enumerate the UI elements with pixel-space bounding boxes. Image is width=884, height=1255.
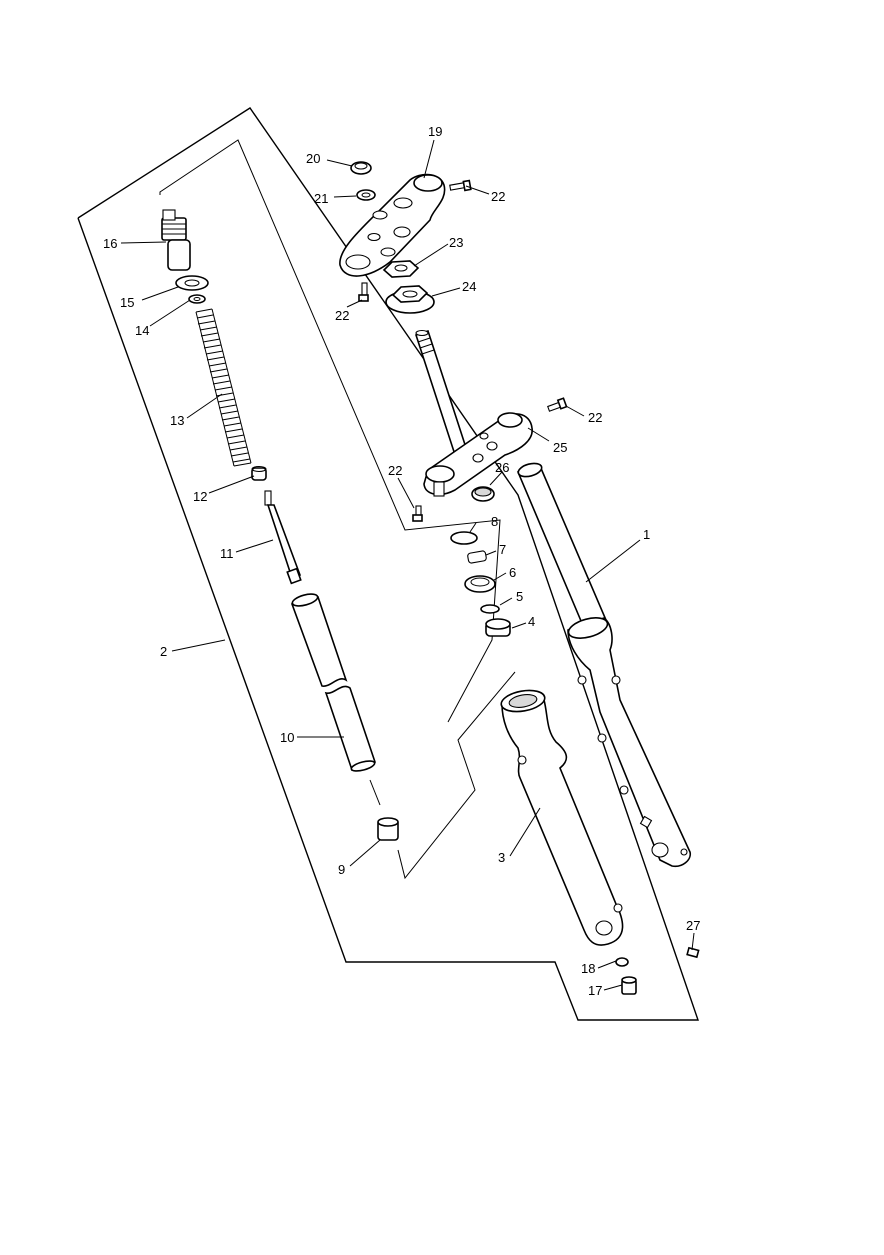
part-21-washer xyxy=(356,189,376,201)
part-6-oil-seal xyxy=(464,575,496,593)
assembly-guide-bottom xyxy=(397,671,516,880)
label-part-13: 13 xyxy=(170,413,184,428)
label-part-8: 8 xyxy=(491,514,498,529)
label-part-22-lower-left: 22 xyxy=(388,463,402,478)
part-1-right-fork-assembly xyxy=(516,462,692,868)
label-part-10: 10 xyxy=(280,730,294,745)
label-part-22-top-right: 22 xyxy=(491,189,505,204)
label-part-6: 6 xyxy=(509,565,516,580)
part-9-bush xyxy=(377,817,399,841)
label-part-9: 9 xyxy=(338,862,345,877)
part-26-cap-plug xyxy=(471,486,495,502)
label-part-11: 11 xyxy=(220,546,234,561)
label-part-17: 17 xyxy=(588,983,602,998)
part-25-bottom-yoke xyxy=(414,329,533,497)
assembly-guide-spacer xyxy=(369,779,381,806)
part-4-dust-seal xyxy=(485,618,511,637)
part-15-washer xyxy=(175,275,209,291)
label-part-14: 14 xyxy=(135,323,149,338)
label-part-3: 3 xyxy=(498,850,505,865)
label-part-26: 26 xyxy=(495,460,509,475)
part-5-circlip xyxy=(480,604,500,614)
label-part-23: 23 xyxy=(449,235,463,250)
label-part-18: 18 xyxy=(581,961,595,976)
part-20-cap xyxy=(350,161,372,175)
label-part-4: 4 xyxy=(528,614,535,629)
label-part-25: 25 xyxy=(553,440,567,455)
part-24-adjuster-nut xyxy=(385,285,435,314)
part-22-bolt-top-left xyxy=(358,282,369,302)
part-3-lower-leg xyxy=(500,689,624,946)
part-14-small-washer xyxy=(188,294,206,304)
label-part-5: 5 xyxy=(516,589,523,604)
label-part-24: 24 xyxy=(462,279,476,294)
group-outline-fork-leg xyxy=(77,107,699,1021)
part-18-washer xyxy=(615,957,629,967)
label-part-27: 27 xyxy=(686,918,700,933)
part-22-bolt-lower-right xyxy=(547,397,568,412)
part-23-nut xyxy=(382,260,420,278)
label-part-19: 19 xyxy=(428,124,442,139)
label-part-20: 20 xyxy=(306,151,320,166)
part-22-bolt-top-right xyxy=(449,179,472,192)
part-19-top-yoke xyxy=(339,173,446,277)
label-part-1: 1 xyxy=(643,527,650,542)
part-12-spacer xyxy=(251,466,267,481)
label-part-21: 21 xyxy=(314,191,328,206)
label-part-22-lower-right: 22 xyxy=(588,410,602,425)
part-10-fork-tube xyxy=(290,593,377,772)
label-part-22-top-left: 22 xyxy=(335,308,349,323)
part-8-o-ring xyxy=(450,531,478,545)
part-16-top-cap xyxy=(161,209,191,271)
label-part-7: 7 xyxy=(499,542,506,557)
label-part-2: 2 xyxy=(160,644,167,659)
part-22-bolt-lower-left xyxy=(412,505,423,522)
part-11-damper-rod xyxy=(264,490,302,585)
part-17-drain-bolt xyxy=(621,976,637,995)
part-13-fork-spring xyxy=(195,308,252,467)
part-7-bush xyxy=(467,550,487,564)
label-part-16: 16 xyxy=(103,236,117,251)
leader-lines xyxy=(120,139,695,991)
part-27-screw xyxy=(686,946,700,959)
label-part-15: 15 xyxy=(120,295,134,310)
label-part-12: 12 xyxy=(193,489,207,504)
assembly-guide-inner xyxy=(159,139,501,723)
